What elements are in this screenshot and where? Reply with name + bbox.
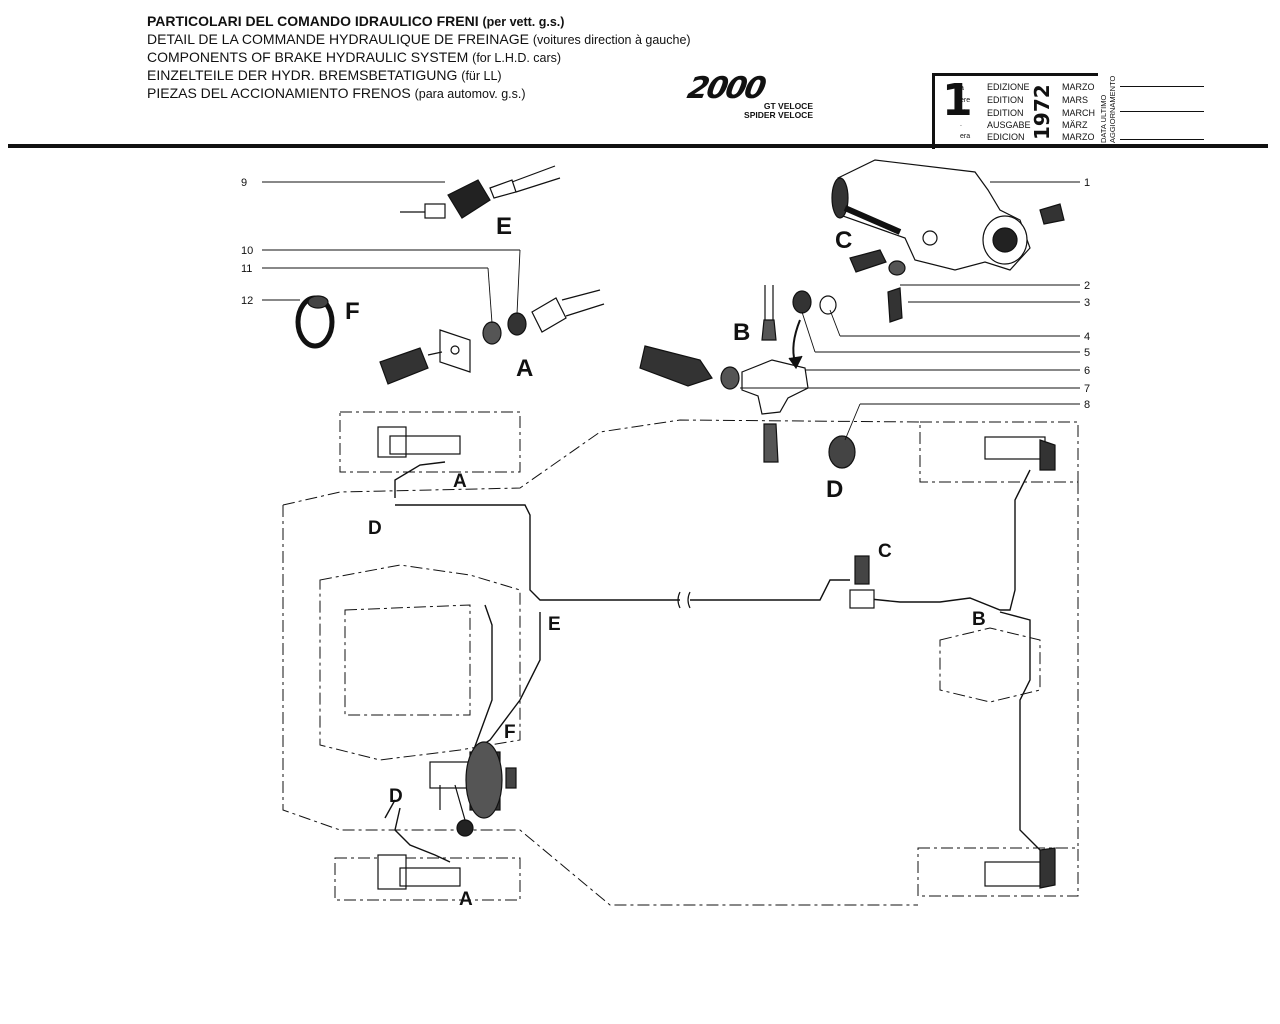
hose-fitting-parts	[379, 289, 605, 385]
hose-clamp-12	[295, 295, 335, 349]
callout-number-2: 2	[1084, 280, 1090, 292]
title-line-fr: DETAIL DE LA COMMANDE HYDRAULIQUE DE FRE…	[147, 31, 691, 47]
edition-month: MÄRZ	[1062, 120, 1088, 130]
group-letter-a: A	[459, 889, 473, 910]
front-right-hub	[984, 436, 1056, 471]
master-cylinder-assembly	[429, 741, 517, 837]
update-line	[1120, 86, 1204, 87]
group-letter-c: C	[835, 227, 852, 254]
edition-month: MARZO	[1062, 82, 1095, 92]
group-letter-a: A	[453, 471, 467, 492]
rear-right-hub	[984, 847, 1056, 889]
edition-sup: era	[960, 133, 971, 140]
edition-word: EDITION	[987, 95, 1024, 105]
title-line-en: COMPONENTS OF BRAKE HYDRAULIC SYSTEM (fo…	[147, 49, 562, 65]
edition-sup: a	[960, 85, 964, 92]
three-way-union-4-7	[639, 285, 856, 469]
union-part-9	[400, 165, 561, 219]
callout-number-9: 9	[241, 177, 247, 189]
callout-number-12: 12	[241, 295, 253, 307]
callout-number-11: 11	[241, 263, 252, 275]
header-rule	[8, 144, 1268, 148]
callout-number-1: 1	[1084, 177, 1090, 189]
group-letter-d: D	[826, 476, 843, 503]
edition-month: MARS	[1062, 95, 1089, 105]
callout-number-7: 7	[1084, 383, 1090, 395]
update-line	[1120, 111, 1204, 112]
edition-box	[932, 73, 1098, 149]
callout-number-10: 10	[241, 245, 253, 257]
title-line-es: PIEZAS DEL ACCIONAMIENTO FRENOS (para au…	[147, 85, 526, 101]
group-letter-b: B	[972, 609, 986, 630]
group-letter-b: B	[733, 319, 750, 346]
callout-number-8: 8	[1084, 399, 1090, 411]
edition-word: AUSGABE	[987, 120, 1031, 130]
pressure-regulator	[849, 555, 875, 609]
edition-sup: st	[960, 109, 966, 116]
group-letter-a: A	[516, 355, 533, 382]
group-letter-d: D	[368, 518, 382, 539]
front-left-hub	[377, 426, 461, 458]
car-outline	[282, 411, 1079, 906]
title-line-it: PARTICOLARI DEL COMANDO IDRAULICO FRENI …	[147, 13, 565, 29]
callout-number-6: 6	[1084, 365, 1090, 377]
title-line-de: EINZELTEILE DER HYDR. BREMSBETATIGUNG (f…	[147, 67, 502, 83]
rear-left-hub	[377, 854, 461, 890]
edition-sup: ere	[960, 97, 971, 104]
edition-number: 1	[942, 75, 973, 126]
header-titles: PARTICOLARI DEL COMANDO IDRAULICO FRENI …	[147, 13, 691, 103]
model-logo: 2000 GT VELOCE SPIDER VELOCE	[684, 71, 813, 119]
group-letter-e: E	[548, 614, 561, 635]
edition-month: MARZO	[1062, 132, 1095, 142]
edition-word: EDICION	[987, 132, 1025, 142]
group-letter-f: F	[504, 722, 516, 743]
leader-lines	[262, 181, 1080, 441]
callout-number-3: 3	[1084, 297, 1090, 309]
brake-servo-part-1	[831, 159, 1065, 271]
update-line	[1120, 139, 1204, 140]
group-letter-c: C	[878, 541, 892, 562]
edition-month: MARCH	[1062, 108, 1095, 118]
edition-word: EDITION	[987, 108, 1024, 118]
pipe-break	[677, 591, 691, 609]
callout-number-5: 5	[1084, 347, 1090, 359]
logo-models: GT VELOCE SPIDER VELOCE	[744, 101, 813, 120]
group-letter-d: D	[389, 786, 403, 807]
group-letter-e: E	[496, 213, 512, 240]
edition-sup: .	[960, 121, 962, 128]
group-letter-f: F	[345, 298, 360, 325]
bolt-parts-2-3	[849, 249, 906, 323]
edition-word: EDIZIONE	[987, 82, 1030, 92]
callout-number-4: 4	[1084, 331, 1090, 343]
